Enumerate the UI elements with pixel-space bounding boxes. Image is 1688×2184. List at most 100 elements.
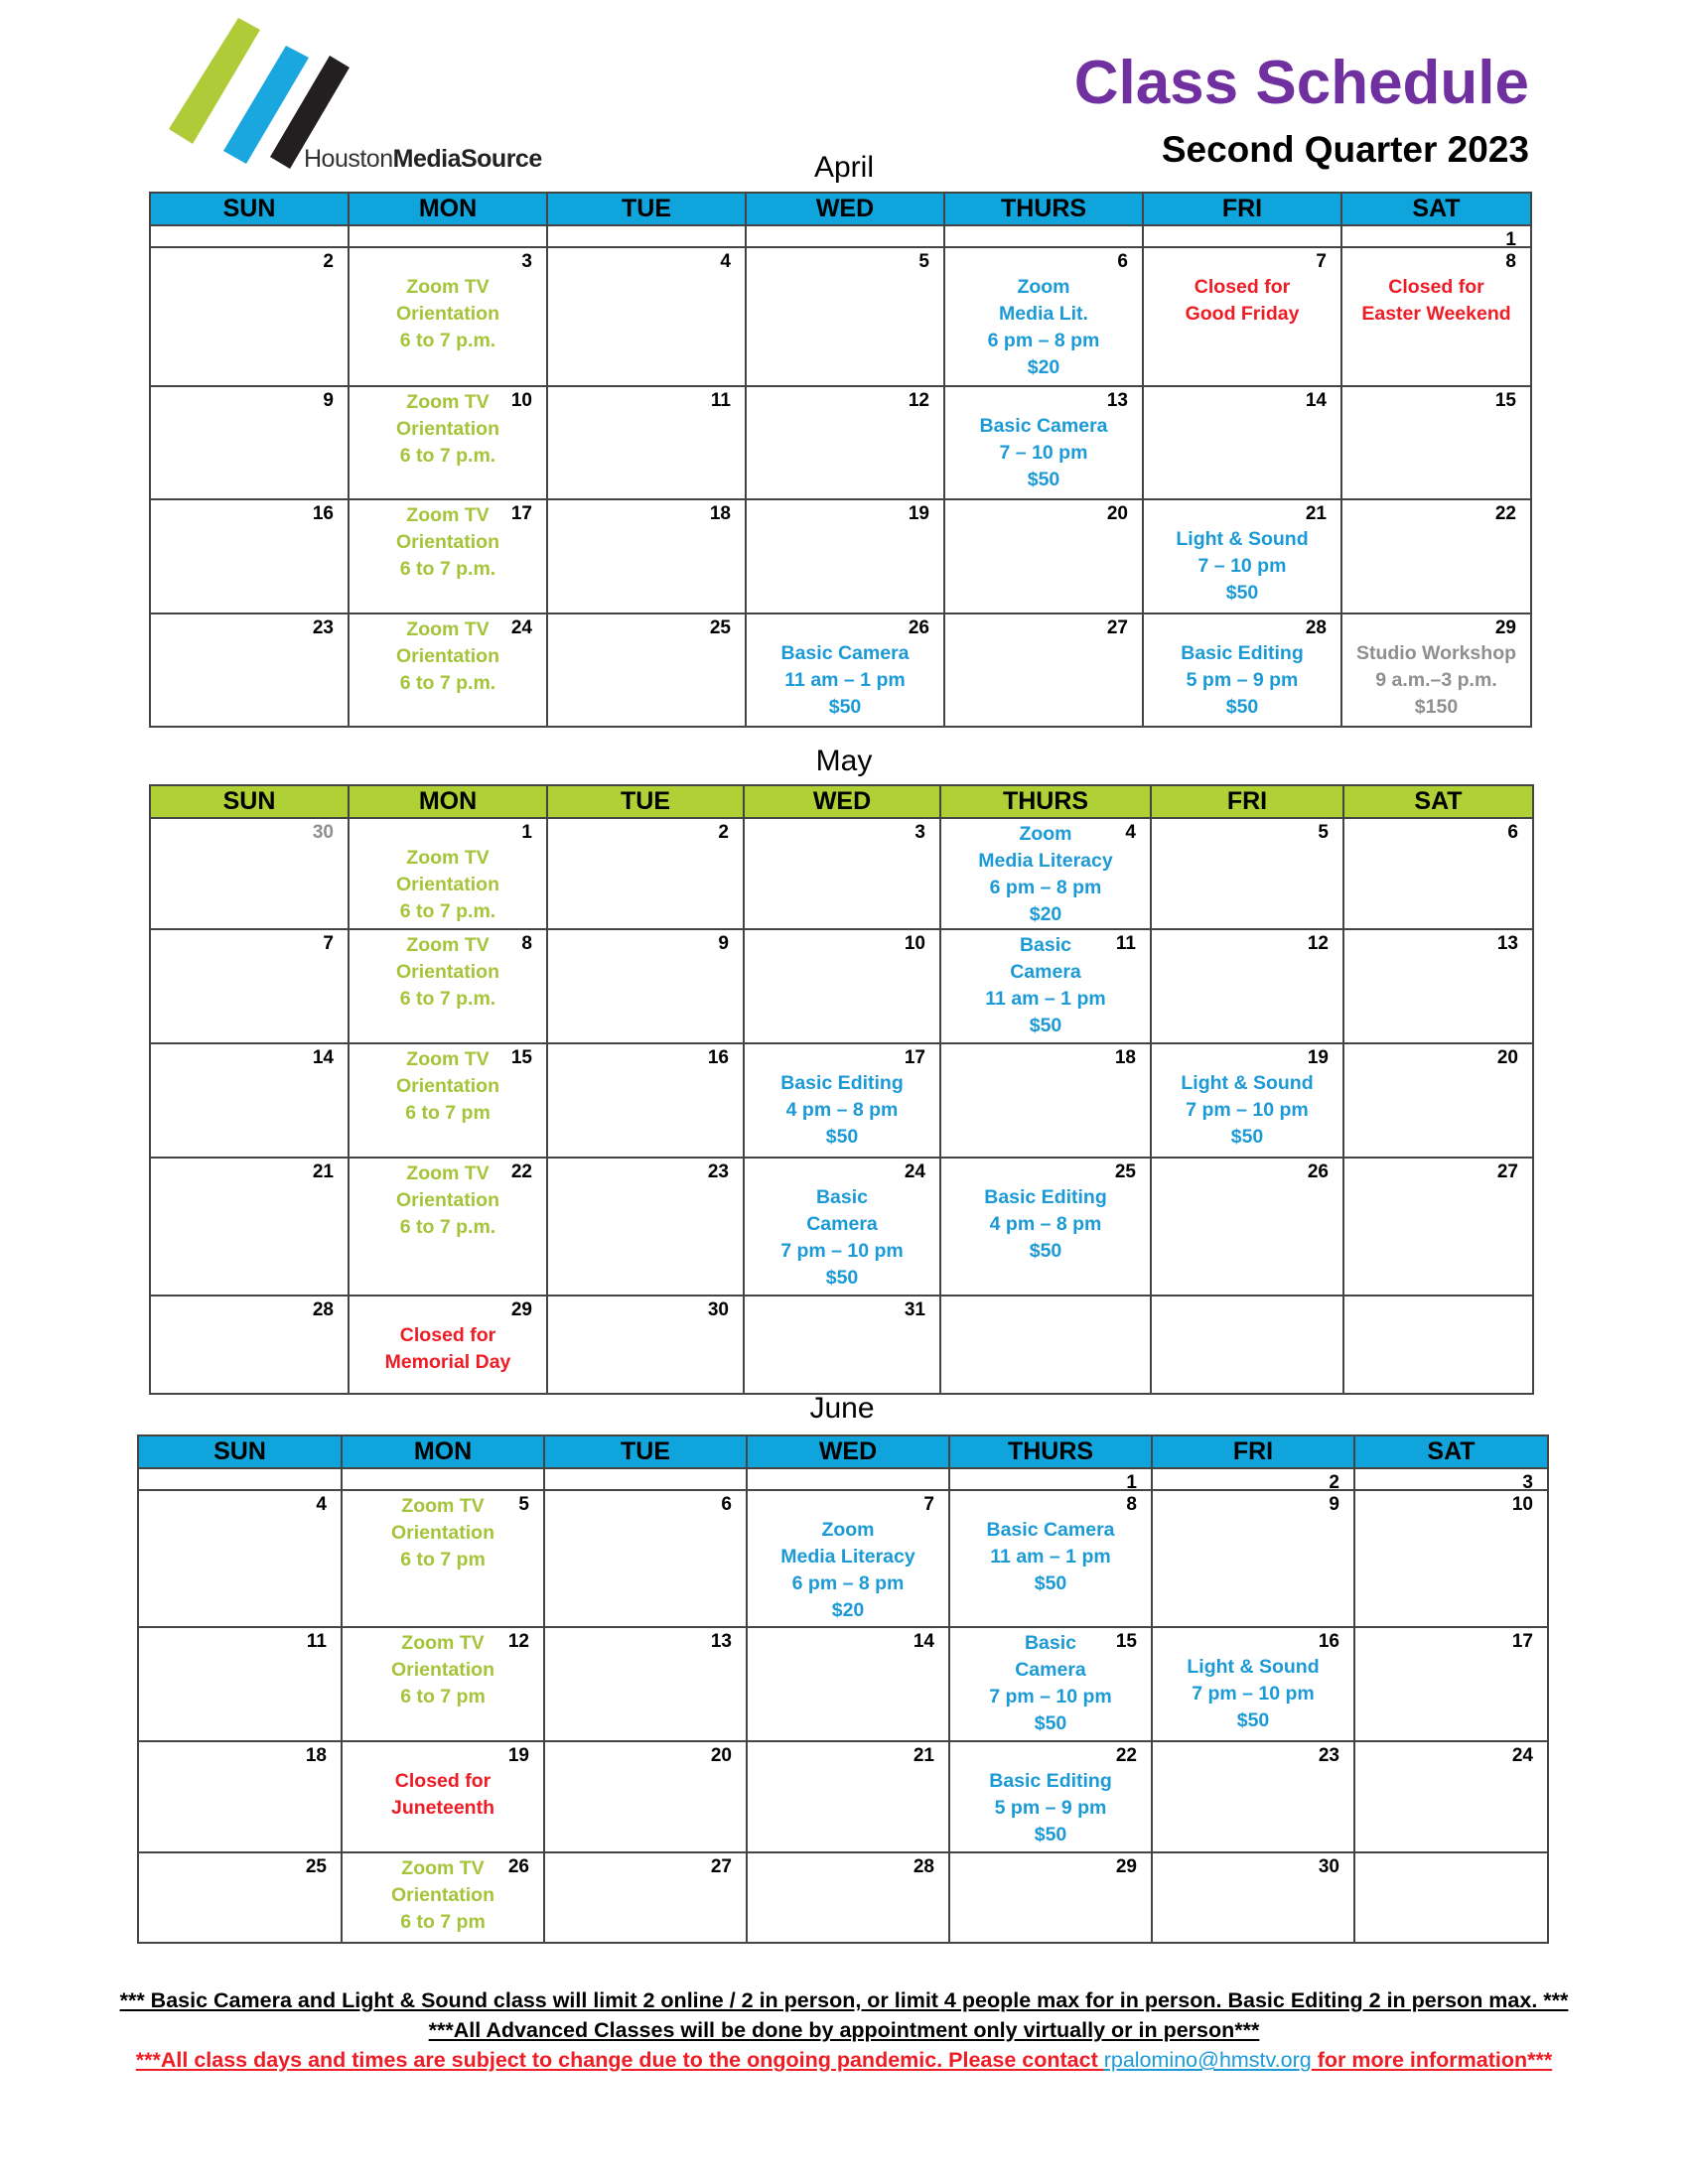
day-cell: 30: [149, 817, 350, 930]
day-cell: 18: [939, 1042, 1152, 1159]
day-number: 13: [710, 1631, 732, 1652]
event-line: Closed for: [1194, 276, 1291, 298]
weekday-header-sat: SAT: [1353, 1434, 1549, 1469]
day-number: 8: [521, 933, 532, 954]
day-cell: 14: [149, 1042, 350, 1159]
day-number: 7: [1316, 251, 1327, 272]
weekday-header-thurs: THURS: [939, 784, 1152, 819]
day-cell: 6: [543, 1489, 748, 1628]
day-cell: 14: [746, 1626, 950, 1742]
event-line: Zoom: [821, 1519, 875, 1541]
day-cell: 3: [1353, 1467, 1549, 1493]
event-line: 4 pm – 8 pm: [989, 1213, 1102, 1235]
day-cell: 24: [1353, 1740, 1549, 1853]
day-number: 5: [518, 1494, 529, 1515]
event-line: Zoom TV: [406, 391, 490, 413]
event-line: Orientation: [395, 1075, 499, 1097]
event-line: Orientation: [390, 1884, 494, 1906]
event-line: $50: [1225, 696, 1259, 718]
event-line: Orientation: [395, 303, 499, 325]
weekday-header-mon: MON: [348, 192, 548, 226]
logo-word-light: Houston: [304, 145, 393, 173]
weekday-header-fri: FRI: [1151, 1434, 1355, 1469]
day-number: 18: [305, 1745, 327, 1766]
event-line: Light & Sound: [1181, 1072, 1314, 1094]
event-line: Basic Editing: [1181, 642, 1304, 664]
logo-dark-bar: [270, 56, 350, 169]
day-number: 10: [510, 390, 532, 411]
day-number: 20: [710, 1745, 732, 1766]
event-line: 6 pm – 8 pm: [989, 877, 1102, 898]
day-cell: 31: [743, 1295, 941, 1395]
day-number: 18: [1114, 1047, 1136, 1068]
day-cell: 27: [1342, 1157, 1534, 1297]
day-number: 1: [1126, 1472, 1137, 1493]
weekday-header-wed: WED: [745, 192, 945, 226]
event-line: $150: [1414, 696, 1459, 718]
event-line: 6 pm – 8 pm: [791, 1572, 905, 1594]
day-cell: 5: [1150, 817, 1344, 930]
weekday-header-fri: FRI: [1150, 784, 1344, 819]
day-number: 30: [312, 822, 334, 843]
day-number: 13: [1496, 933, 1518, 954]
day-number: 7: [323, 933, 334, 954]
event-line: $20: [831, 1599, 865, 1621]
day-number: 18: [709, 503, 731, 524]
day-cell: 13: [543, 1626, 748, 1742]
day-cell: 27: [543, 1851, 748, 1944]
day-number: 20: [1496, 1047, 1518, 1068]
day-number: 28: [913, 1856, 934, 1877]
day-number: 3: [1522, 1472, 1533, 1493]
weekday-header-wed: WED: [743, 784, 941, 819]
day-number: 22: [1494, 503, 1516, 524]
day-number: 27: [710, 1856, 732, 1877]
contact-email-link[interactable]: rpalomino@hmstv.org: [1103, 2048, 1312, 2072]
day-cell: 1: [1340, 224, 1532, 250]
event-line: Camera: [1015, 1659, 1086, 1681]
day-cell: 16: [546, 1042, 745, 1159]
weekday-header-sun: SUN: [149, 192, 350, 226]
weekday-header-mon: MON: [341, 1434, 545, 1469]
day-cell: 9: [1151, 1489, 1355, 1628]
event-line: $50: [1029, 1015, 1062, 1036]
day-cell: 2: [149, 246, 350, 387]
event-line: Good Friday: [1185, 303, 1300, 325]
day-number: 9: [718, 933, 729, 954]
event-line: Orientation: [390, 1659, 494, 1681]
day-cell: 30: [1151, 1851, 1355, 1944]
day-number: 17: [510, 503, 532, 524]
day-cell: [543, 1467, 748, 1491]
day-number: 4: [720, 251, 731, 272]
day-number: 12: [507, 1631, 529, 1652]
day-cell: 11: [546, 385, 747, 500]
day-cell: [1353, 1851, 1549, 1944]
event-line: $50: [825, 1126, 859, 1148]
event-line: $20: [1029, 903, 1062, 925]
weekday-header-sat: SAT: [1340, 192, 1532, 226]
day-cell: 2: [1151, 1467, 1355, 1493]
event-line: Orientation: [395, 645, 499, 667]
weekday-header-sun: SUN: [149, 784, 350, 819]
day-cell: 25: [546, 613, 747, 728]
day-number: 4: [316, 1494, 327, 1515]
day-number: 15: [510, 1047, 532, 1068]
day-cell: 21: [149, 1157, 350, 1297]
